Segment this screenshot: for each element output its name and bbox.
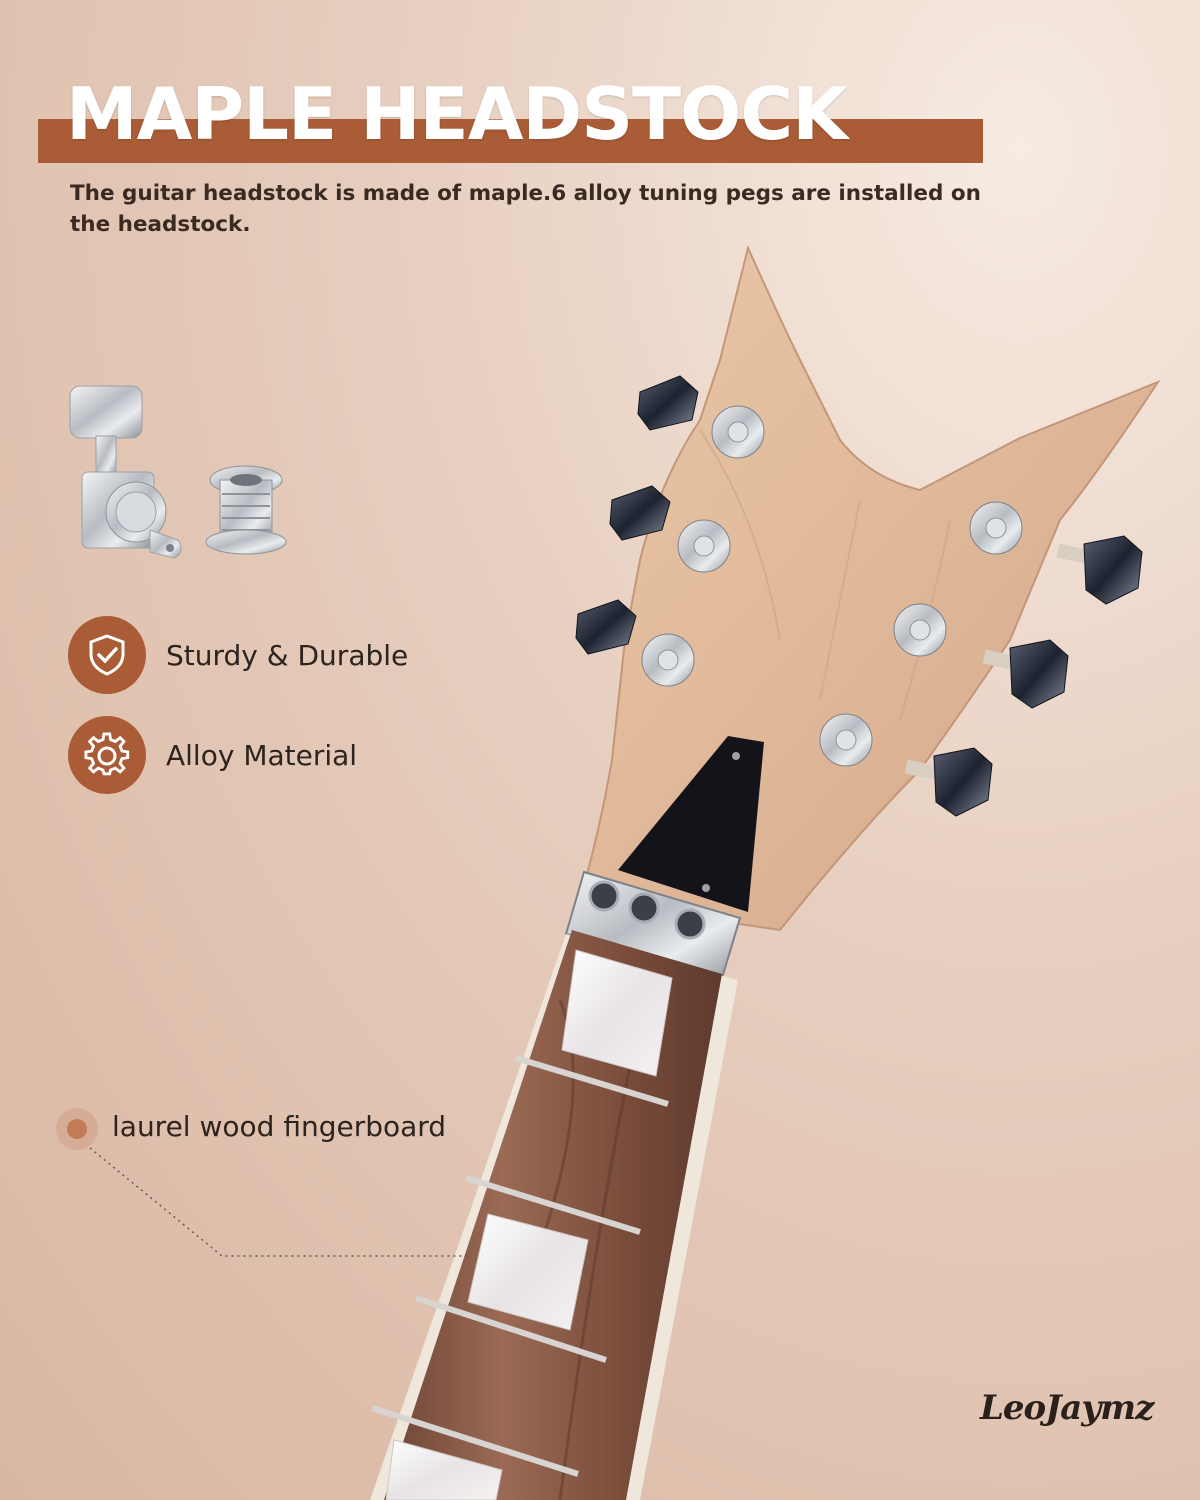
brand-logo: LeoJaymz xyxy=(980,1388,1154,1428)
callout-marker xyxy=(56,1108,98,1150)
feature-label: Sturdy & Durable xyxy=(166,638,409,672)
feature-sturdy-durable: Sturdy & Durable xyxy=(68,616,408,694)
headstock xyxy=(578,244,1161,932)
page-title: MAPLE HEADSTOCK xyxy=(66,72,848,156)
title-accent-band xyxy=(38,119,983,163)
callout-leader-line xyxy=(89,1147,468,1257)
tuning-pegs-right xyxy=(819,501,1143,817)
page-description: The guitar headstock is made of maple.6 … xyxy=(70,181,981,237)
feature-label: Alloy Material xyxy=(166,738,358,772)
tuning-peg-icon xyxy=(69,385,182,559)
shield-check-icon xyxy=(68,616,146,694)
gear-icon xyxy=(68,716,146,794)
feature-alloy-material: Alloy Material xyxy=(68,716,357,794)
bushing-icon xyxy=(205,465,287,555)
callout-label: laurel wood fingerboard xyxy=(112,1110,447,1143)
tuning-pegs-left xyxy=(575,375,765,687)
fingerboard xyxy=(370,930,738,1500)
